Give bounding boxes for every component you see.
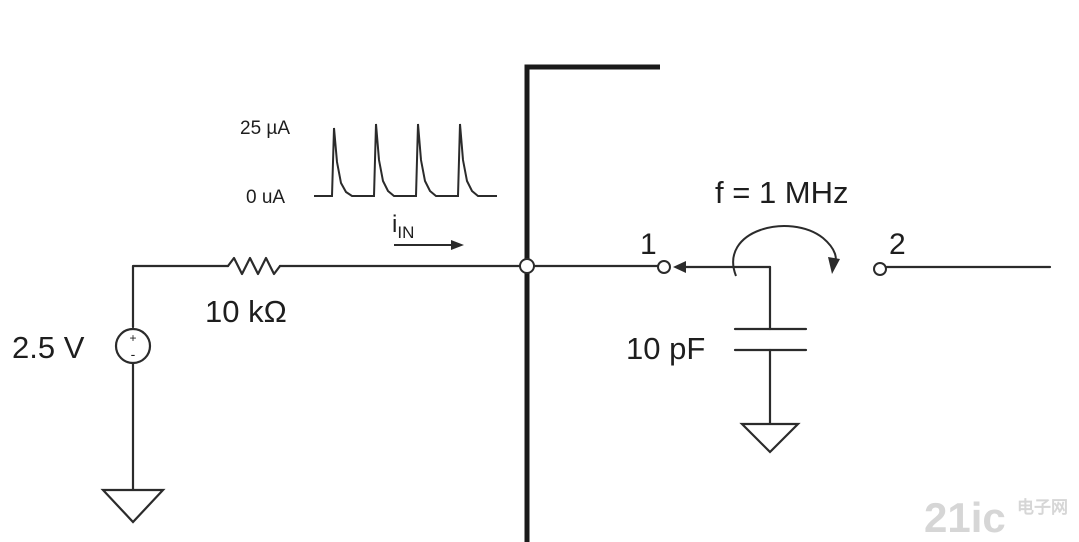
pulse-top-label: 25 µA: [240, 118, 290, 139]
resistor-symbol: [226, 256, 282, 276]
pin-node: [519, 258, 535, 274]
source-plus-sign: +: [129, 331, 136, 345]
watermark-subtext: 电子网: [1017, 497, 1068, 517]
capacitor-label: 10 pF: [626, 331, 705, 366]
device-pin-boundary: [524, 64, 660, 542]
source-ground-symbol: [100, 488, 166, 524]
switch-terminal-1-label: 1: [640, 228, 657, 261]
source-voltage-label: 2.5 V: [12, 330, 85, 365]
input-current-subscript: IN: [397, 223, 414, 242]
switch-terminal-1: [657, 260, 671, 274]
source-minus-sign: -: [131, 346, 136, 362]
switch-arm-arrowhead: [673, 261, 686, 273]
input-current-label: iIN: [392, 211, 414, 242]
input-current-symbol: i: [392, 211, 397, 238]
resistor-label: 10 kΩ: [205, 294, 287, 329]
switch-terminal-2: [873, 262, 887, 276]
current-arrow-head: [451, 240, 464, 250]
pulse-bottom-label: 0 uA: [246, 187, 285, 208]
switch-terminal-2-label: 2: [889, 228, 906, 261]
watermark-logo: 21ic: [924, 494, 1006, 541]
pulse-waveform: [314, 123, 497, 197]
switch-rotation-arc: [732, 225, 837, 277]
capacitor-ground-symbol: [739, 422, 801, 454]
switch-frequency-label: f = 1 MHz: [715, 175, 849, 210]
source-top-wire: [131, 264, 230, 329]
switch-rotation-arrowhead: [828, 257, 840, 274]
